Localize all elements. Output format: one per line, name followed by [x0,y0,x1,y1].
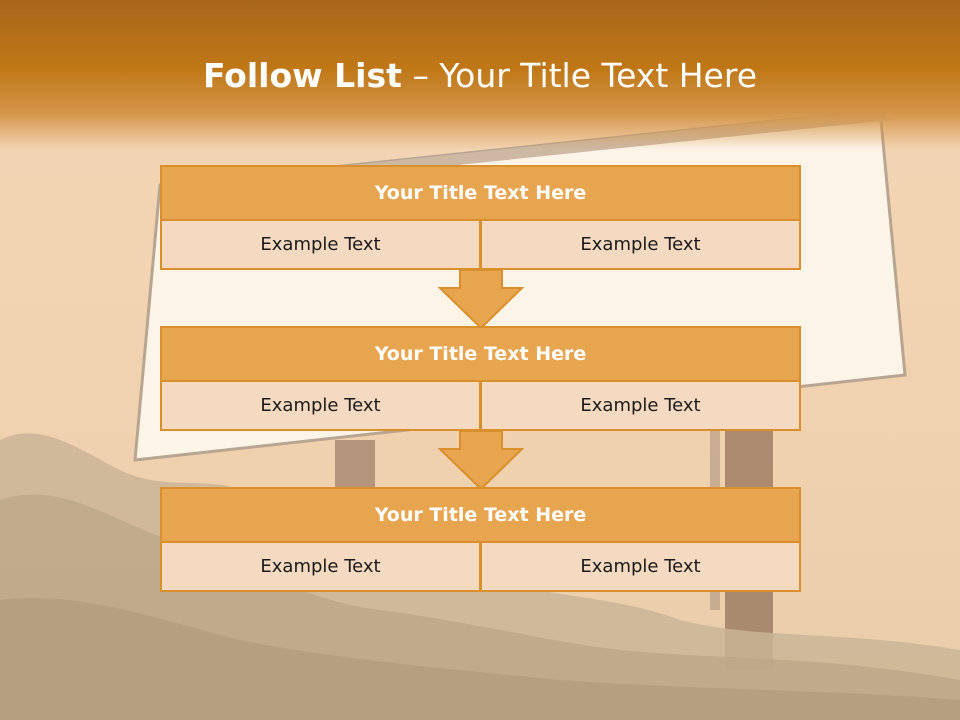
page-title: Follow List – Your Title Text Here [0,52,960,100]
block-cell-right: Example Text [481,382,801,431]
title-bold: Follow List [202,56,402,95]
list-block-1: Your Title Text Here Example Text Exampl… [160,165,801,270]
block-cell-left: Example Text [160,221,481,270]
list-block-3: Your Title Text Here Example Text Exampl… [160,487,801,592]
block-row: Example Text Example Text [160,382,801,431]
block-cell-right: Example Text [481,543,801,592]
block-title: Your Title Text Here [160,487,801,543]
block-row: Example Text Example Text [160,221,801,270]
block-cell-left: Example Text [160,543,481,592]
block-title: Your Title Text Here [160,326,801,382]
list-block-2: Your Title Text Here Example Text Exampl… [160,326,801,431]
block-row: Example Text Example Text [160,543,801,592]
block-title: Your Title Text Here [160,165,801,221]
down-arrow-icon [438,270,524,330]
title-rest: – Your Title Text Here [412,56,758,95]
header-band [0,0,960,150]
block-cell-right: Example Text [481,221,801,270]
block-cell-left: Example Text [160,382,481,431]
down-arrow-icon [438,431,524,491]
